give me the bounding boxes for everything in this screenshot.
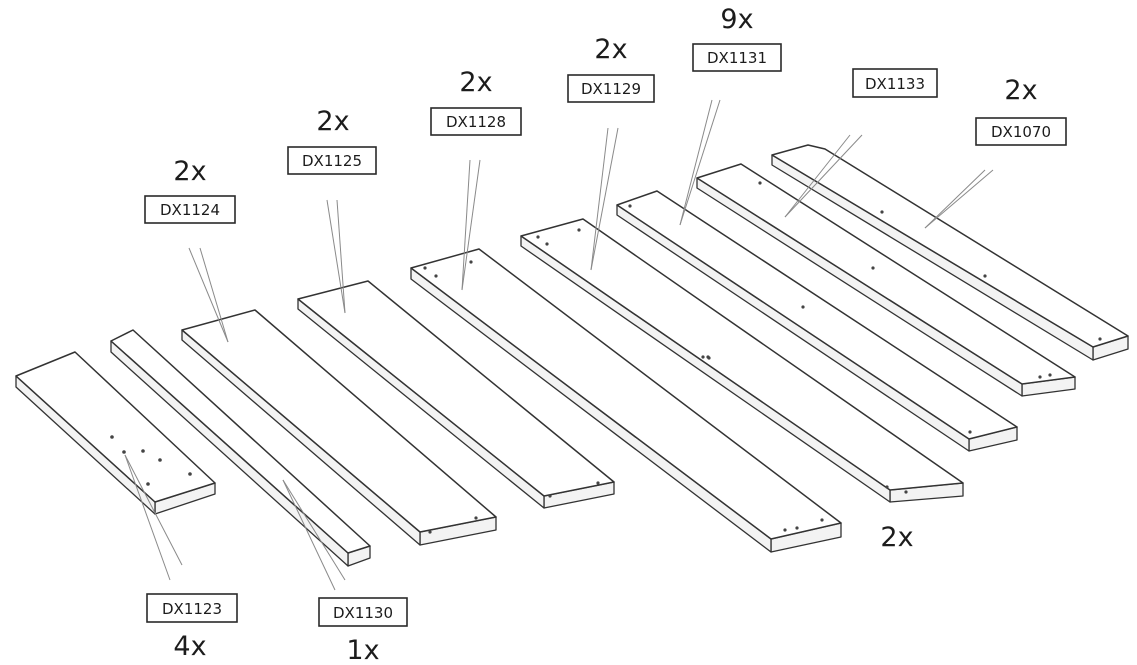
quantity-label: 2x [459,67,492,98]
part-code: DX1131 [707,49,767,67]
quantity-label: 4x [173,631,206,662]
label-dx1123: DX1123 4x [146,593,238,662]
board-dx1129 [520,218,964,503]
part-code-box [567,74,655,103]
part-code: DX1123 [162,600,222,618]
label-dx1129: 2x DX1129 [567,34,655,103]
leader-lines [124,99,994,591]
quantity-label: 2x [1004,75,1037,106]
part-code: DX1124 [160,201,220,219]
label-dx1133-quantity: 2x [880,522,913,553]
part-code: DX1129 [581,80,641,98]
part-code-box [287,146,377,175]
board-dx1070 [771,144,1129,361]
part-code-box [852,68,938,98]
part-code-box [146,593,238,623]
part-code-box [975,117,1067,146]
board-dx1133 [696,163,1076,397]
part-code: DX1130 [333,604,393,622]
label-dx1128: 2x DX1128 [430,67,522,136]
label-dx1125: 2x DX1125 [287,106,377,175]
board-dx1124 [181,309,497,546]
label-dx1130: DX1130 1x [318,597,408,665]
board-dx1123 [15,351,216,515]
label-dx1131: 9x DX1131 [692,4,782,72]
boards [15,144,1129,567]
board-dx1125 [297,280,615,509]
part-code-box [318,597,408,627]
label-dx1133: DX1133 [852,68,938,98]
quantity-label: 2x [173,156,206,187]
part-code: DX1133 [865,75,925,93]
part-code: DX1128 [446,113,506,131]
part-code: DX1125 [302,152,362,170]
quantity-label: 1x [346,635,379,665]
board-dx1128 [410,248,842,553]
quantity-label: 2x [594,34,627,65]
label-dx1124: 2x DX1124 [144,156,236,224]
part-code: DX1070 [991,123,1051,141]
board-dx1130 [110,329,371,567]
quantity-label: 2x [880,522,913,553]
label-dx1070: 2x DX1070 [975,75,1067,146]
part-code-box [430,107,522,136]
part-code-box [692,43,782,72]
board-dx1131 [616,190,1018,452]
part-code-box [144,195,236,224]
quantity-label: 2x [316,106,349,137]
quantity-label: 9x [720,4,753,35]
